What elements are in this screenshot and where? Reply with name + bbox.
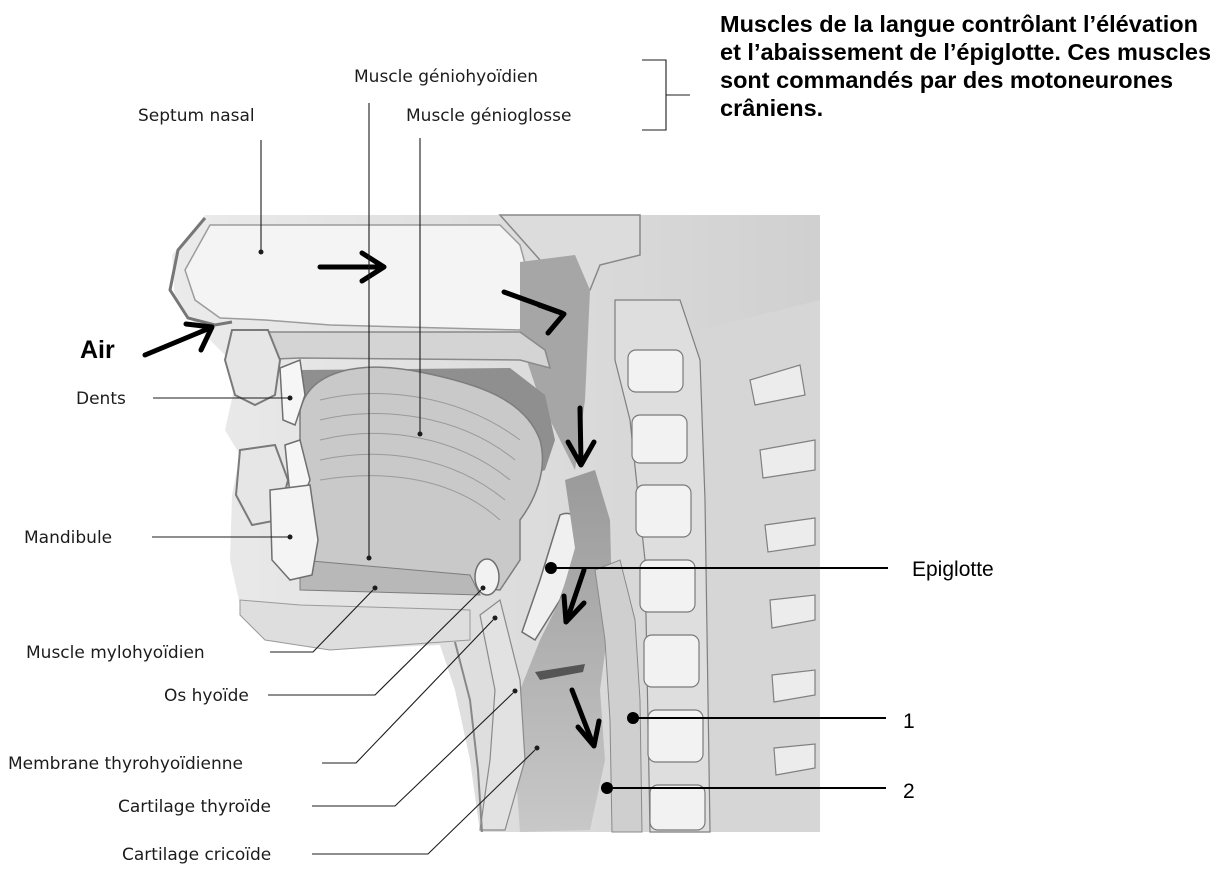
- cricoid-cartilage-dot: [535, 746, 540, 751]
- vertebra: [632, 415, 687, 463]
- tongue: [300, 367, 542, 590]
- muscle-note: Muscles de la langue contrôlant l’élévat…: [720, 10, 1215, 122]
- label-mylohyoid: Muscle mylohyoïdien: [26, 643, 205, 663]
- genioglossus-dot: [418, 432, 423, 437]
- air-arrow-entry: [145, 324, 212, 355]
- vertebra: [628, 350, 683, 392]
- label-2-dot: [601, 782, 613, 794]
- label-genioglossus: Muscle génioglosse: [406, 106, 571, 126]
- nasal-cavity: [185, 225, 535, 330]
- muscle-bracket: [642, 60, 666, 130]
- mylohyoid-dot: [373, 586, 378, 591]
- vertebra: [650, 785, 705, 830]
- label-thyroid-cartilage: Cartilage thyroïde: [118, 797, 271, 817]
- label-epiglottis: Epiglotte: [912, 558, 994, 581]
- label-hyoid: Os hyoïde: [164, 686, 249, 706]
- mandible-dot: [288, 535, 293, 540]
- label-mandible: Mandibule: [24, 528, 112, 548]
- mandible-bone: [270, 485, 318, 580]
- geniohyoid-dot: [367, 556, 372, 561]
- hyoid-dot: [481, 586, 486, 591]
- hyoid-bone: [475, 559, 499, 595]
- label-cricoid-cartilage: Cartilage cricoïde: [122, 845, 271, 865]
- label-1: 1: [903, 710, 915, 733]
- thyroid-cartilage-dot: [513, 689, 518, 694]
- teeth-dot: [288, 396, 293, 401]
- thyrohyoid-membrane-dot: [493, 616, 498, 621]
- head-section: [170, 215, 820, 832]
- label-2: 2: [903, 780, 915, 803]
- epiglottis-dot: [545, 562, 557, 574]
- label-air: Air: [80, 336, 115, 364]
- label-teeth: Dents: [76, 389, 126, 409]
- vertebra: [636, 485, 691, 537]
- label-thyrohyoid-membrane: Membrane thyrohyoïdienne: [8, 754, 243, 774]
- label-1-dot: [627, 712, 639, 724]
- label-geniohyoid: Muscle géniohyoïdien: [354, 67, 538, 87]
- septum-dot: [259, 250, 264, 255]
- label-septum: Septum nasal: [138, 106, 255, 126]
- vertebra: [644, 635, 699, 687]
